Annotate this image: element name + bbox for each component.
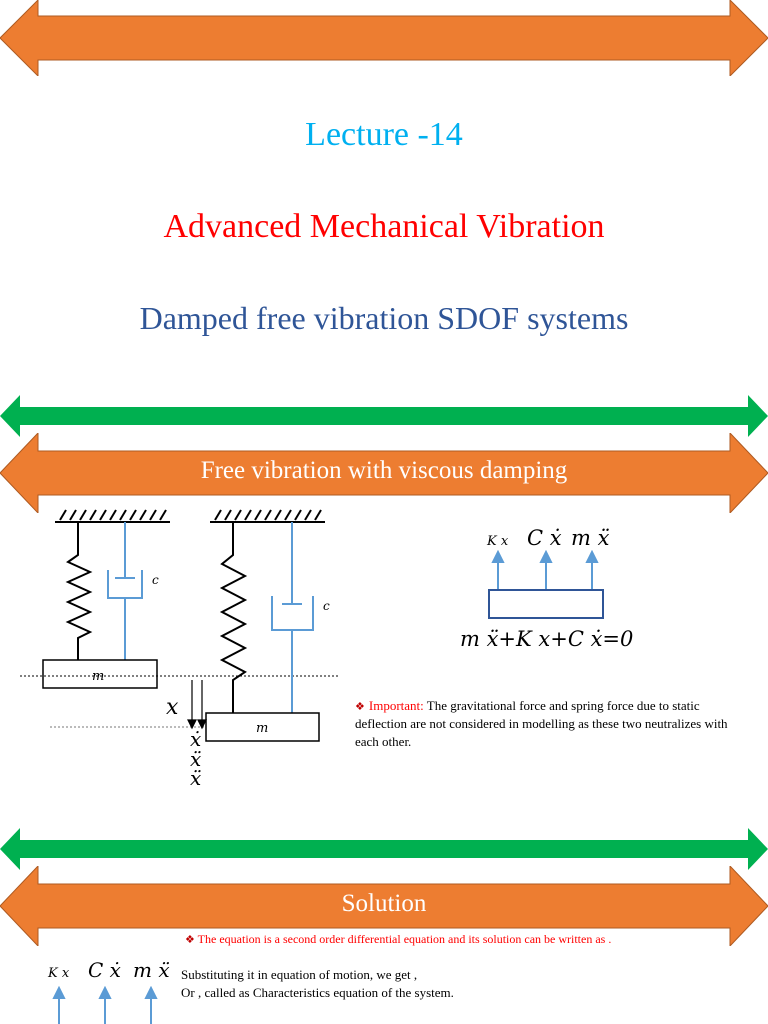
damper-label-right: c [323,599,330,613]
spring-left [65,522,93,660]
fbd-mass-block [488,589,604,619]
velocity-label: ẋ [190,727,201,751]
displacement-arrows [187,680,207,730]
lecture-title: Lecture -14 [305,116,463,153]
fbd-force-kx: K x [487,534,509,549]
green-divider-arrow-2 [0,828,768,870]
mass-right [205,712,320,742]
important-text: The gravitational force and spring force… [355,698,728,749]
section-banner-solution: Solution [341,890,427,917]
top-double-arrow [0,0,768,76]
mass-label-right: m [256,721,268,736]
section-banner-free-vibration: Free vibration with viscous damping [200,457,568,484]
course-title: Advanced Mechanical Vibration [163,208,605,245]
fbd-force-cx: C ẋ [527,526,562,550]
important-prefix: Important: [368,698,424,713]
damper-left [107,522,143,660]
solution-point-1: ❖ The equation is a second order differe… [185,932,745,947]
ground-hatch-right [210,509,325,523]
important-note: ❖ Important: The gravitational force and… [355,697,750,751]
solution-force-arrows [52,986,158,1024]
green-divider-arrow-1 [0,395,768,437]
mass-left [42,659,158,689]
solution-point-1-text: The equation is a second order different… [197,932,612,946]
ground-hatch-left [55,509,170,523]
topic-title: Damped free vibration SDOF systems [139,300,629,336]
solution-line-1: Substituting it in equation of motion, w… [181,967,418,982]
displacement-x-label: x [166,695,179,720]
acceleration-label-2: ẍ [190,766,201,790]
solution-force-kx: K x [48,966,70,981]
solution-line-2: Or , called as Characteristics equation … [181,985,454,1000]
damper-label-left: c [152,573,159,587]
solution-force-mx: m ẍ [133,958,170,982]
equation-of-motion: m ẍ+K x+C ẋ=0 [460,627,634,651]
solution-force-cx: C ẋ [88,958,121,982]
fbd-diagram [488,550,604,619]
spring-mass-damper-diagram: c m c m x ẋ ẍ ẍ [20,509,340,790]
banner-arrow-1 [0,433,768,513]
damper-right [271,522,314,713]
bullet-diamond-icon-2: ❖ [185,934,195,946]
spring-right [219,522,248,713]
mass-label-left: m [92,669,104,684]
acceleration-label: ẍ [190,747,201,771]
bullet-diamond-icon: ❖ [355,701,365,713]
banner-arrow-2 [0,866,768,946]
fbd-force-mx: m ẍ [571,526,610,550]
